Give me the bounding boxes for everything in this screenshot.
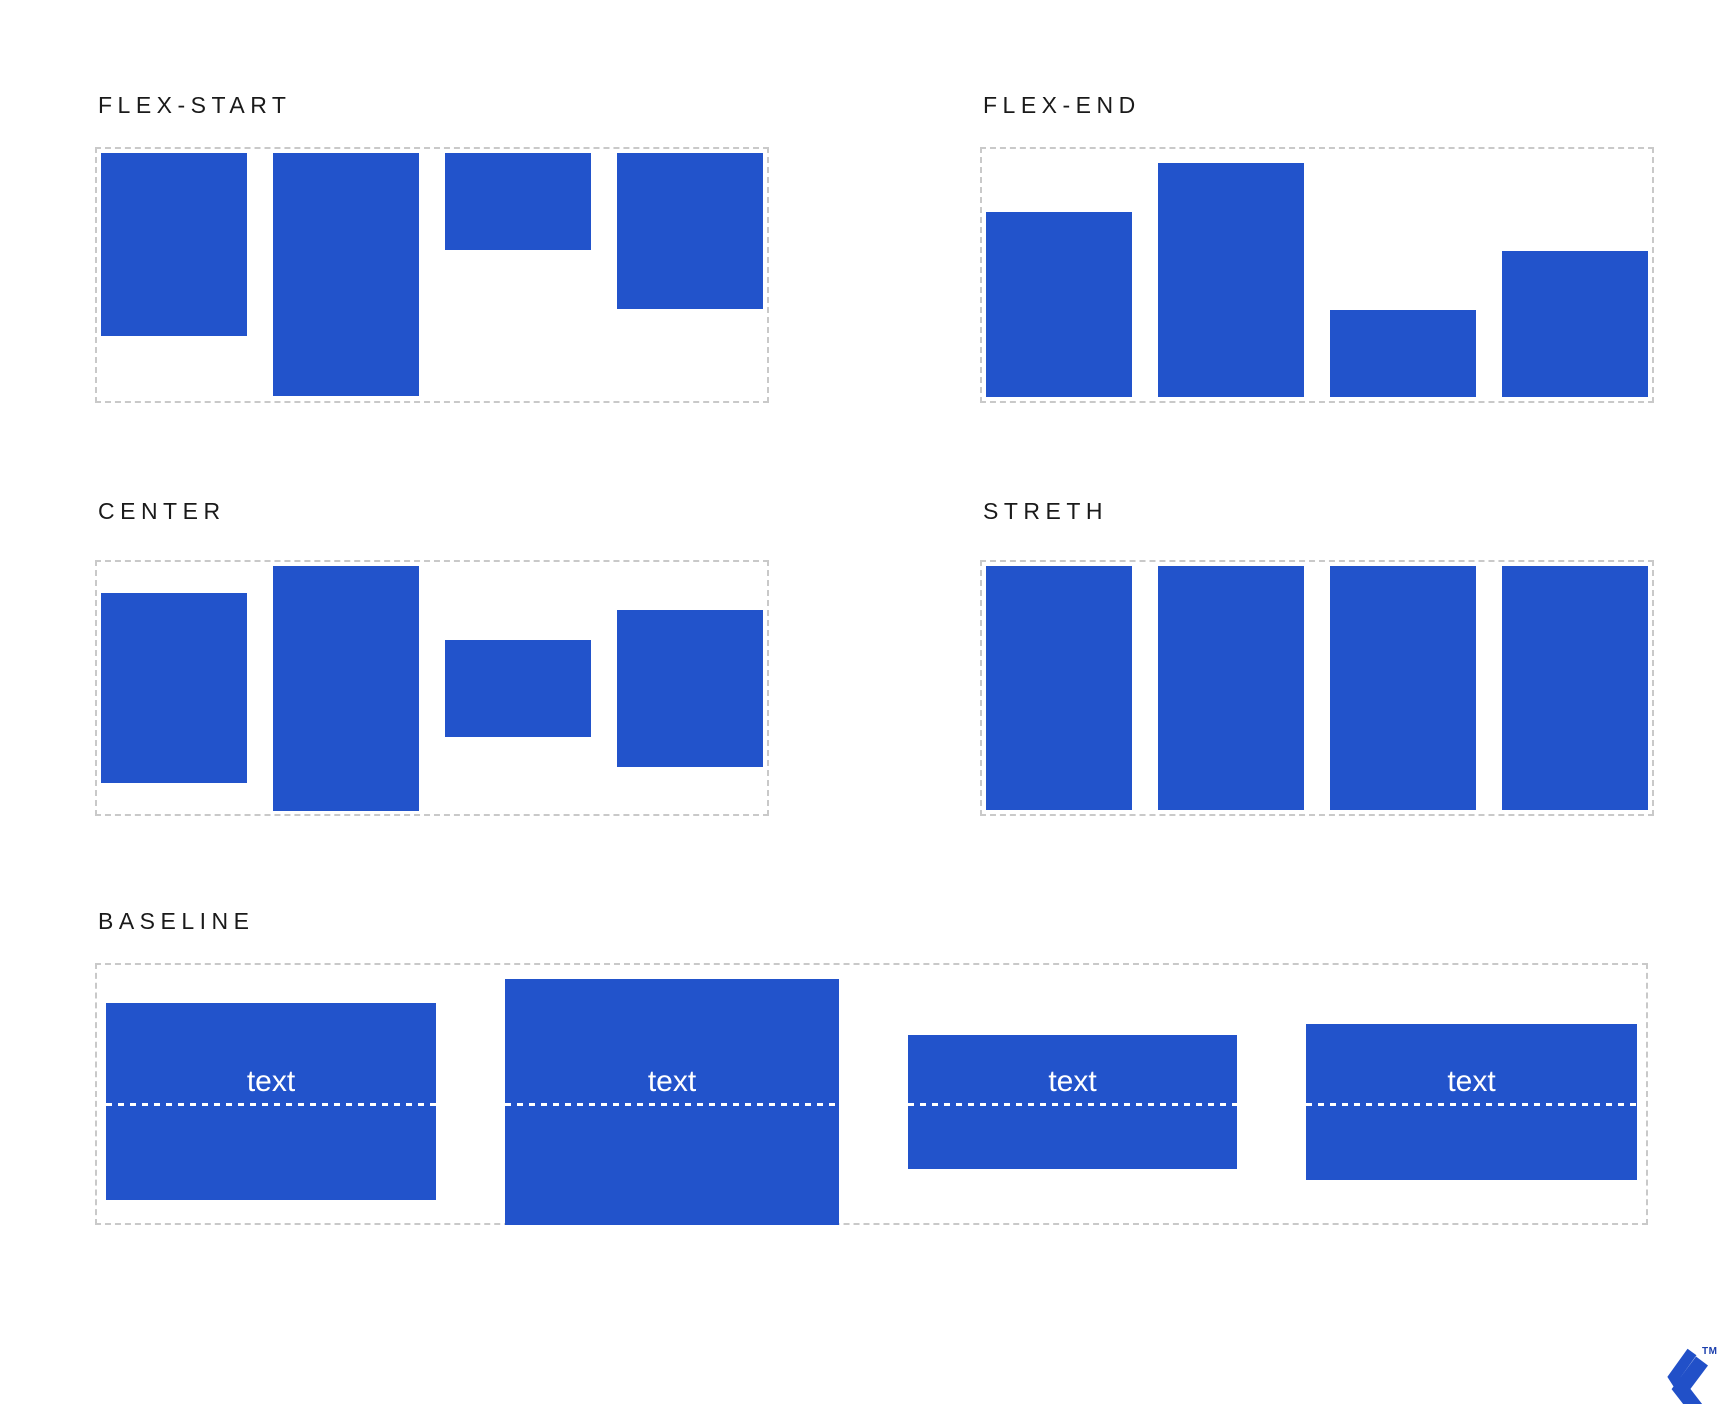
panel-stretch-label: STRETH bbox=[983, 498, 1108, 524]
flex-item bbox=[273, 153, 419, 396]
baseline-item-text: text bbox=[1447, 1065, 1496, 1098]
panel-baseline-label: BASELINE bbox=[98, 908, 255, 934]
flex-item bbox=[1330, 310, 1476, 397]
trademark-label: TM bbox=[1702, 1346, 1718, 1357]
baseline-dashed-line bbox=[908, 1103, 1237, 1106]
panel-flex-end-label: FLEX-END bbox=[983, 92, 1141, 118]
baseline-flex-item: text bbox=[106, 1003, 436, 1200]
panel-center-label: CENTER bbox=[98, 498, 226, 524]
panel-center-frame bbox=[95, 560, 769, 816]
panel-baseline: BASELINE text text text text bbox=[95, 908, 1648, 1225]
panel-flex-start: FLEX-START bbox=[95, 92, 769, 403]
flex-item bbox=[986, 566, 1132, 810]
panel-stretch-frame bbox=[980, 560, 1654, 816]
flex-item bbox=[1158, 163, 1304, 397]
panel-flex-start-label: FLEX-START bbox=[98, 92, 292, 118]
flex-item bbox=[1158, 566, 1304, 810]
panel-baseline-frame: text text text text bbox=[95, 963, 1648, 1225]
baseline-flex-item: text bbox=[1306, 1024, 1637, 1180]
flex-item bbox=[617, 609, 763, 767]
flex-item bbox=[273, 565, 419, 811]
panel-flex-end: FLEX-END bbox=[980, 92, 1654, 403]
flex-item bbox=[101, 153, 247, 336]
flex-item bbox=[1502, 251, 1648, 397]
panel-flex-end-frame bbox=[980, 147, 1654, 403]
panel-center: CENTER bbox=[95, 498, 769, 816]
baseline-item-text: text bbox=[246, 1065, 296, 1098]
baseline-flex-item: text bbox=[505, 979, 839, 1225]
baseline-item-text: text bbox=[647, 1065, 697, 1098]
flex-item bbox=[445, 153, 591, 250]
baseline-flex-item: text bbox=[908, 1035, 1237, 1169]
baseline-dashed-line bbox=[106, 1103, 436, 1106]
toptal-logo-icon bbox=[1645, 1342, 1720, 1404]
panel-flex-start-frame bbox=[95, 147, 769, 403]
flex-item bbox=[101, 593, 247, 783]
panel-stretch: STRETH bbox=[980, 498, 1654, 816]
toptal-logo-outer-chevron bbox=[1671, 1356, 1708, 1404]
baseline-dashed-line bbox=[1306, 1103, 1637, 1106]
flex-item bbox=[1330, 566, 1476, 810]
flex-item bbox=[986, 212, 1132, 397]
flex-item bbox=[1502, 566, 1648, 810]
baseline-dashed-line bbox=[505, 1103, 839, 1106]
baseline-item-text: text bbox=[1048, 1065, 1097, 1098]
flex-item bbox=[617, 153, 763, 309]
flex-item bbox=[445, 639, 591, 737]
